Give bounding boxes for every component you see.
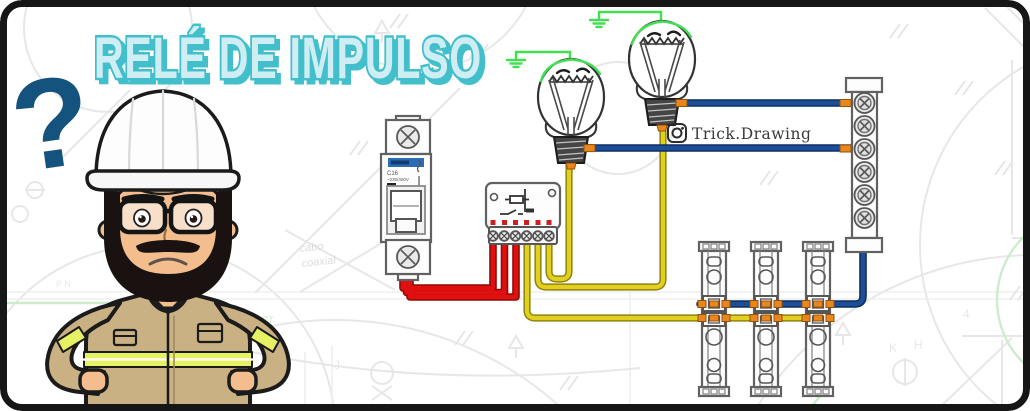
relay-terminal-labels — [490, 220, 552, 225]
relay-coil-symbol — [500, 189, 534, 215]
wm-letters-pn: P N — [56, 279, 71, 289]
relay-terminals — [487, 230, 555, 242]
wm-cabo: cabo — [299, 241, 324, 255]
wm-coaxial: coaxial — [301, 254, 337, 270]
circuit-breaker: C16 ~230/400V — [379, 114, 433, 282]
wm-letter-j: J — [334, 358, 340, 372]
page-title: RELÉ DE IMPULSO — [94, 26, 482, 91]
chest-pocket-left — [112, 328, 138, 347]
title-block: RELÉ DE IMPULSO RELÉ DE IMPULSO — [92, 24, 488, 98]
wm-et: ET — [262, 315, 275, 325]
terminal-block — [844, 76, 884, 254]
head — [85, 89, 241, 302]
breaker-rating: C16 — [387, 171, 399, 177]
left-arm — [45, 301, 122, 396]
jacket — [45, 291, 291, 411]
mustache — [136, 240, 200, 253]
wm-letter-k2: K — [889, 341, 897, 355]
pb2-connectors — [749, 300, 783, 322]
bulb-left — [536, 57, 606, 171]
wire-ferrules — [583, 99, 852, 322]
chest-pocket-right — [196, 322, 224, 344]
wm-num-4b: 4 — [963, 307, 970, 321]
right-arm — [214, 301, 291, 396]
engineer-character — [45, 89, 291, 411]
wm-letter-h: H — [914, 338, 923, 352]
credit-badge: Trick.Drawing — [667, 123, 811, 143]
beard — [104, 192, 232, 302]
pb3-connectors — [801, 300, 835, 322]
credit-handle: Trick.Drawing — [692, 125, 811, 143]
page-title-shadow: RELÉ DE IMPULSO — [98, 30, 486, 95]
impulse-relay — [484, 181, 562, 245]
eyes — [133, 208, 203, 228]
frown-mouth — [148, 257, 188, 266]
pb1-connectors — [697, 300, 731, 322]
left-hand — [78, 368, 109, 394]
bulb-highlights — [539, 20, 693, 83]
hard-hat — [85, 89, 241, 196]
breaker-voltage: ~230/400V — [387, 177, 409, 182]
earth-wires — [505, 10, 663, 69]
bulb-right — [627, 19, 697, 133]
right-hand — [227, 368, 258, 394]
question-mark: ? — [3, 47, 100, 199]
instagram-icon — [667, 123, 687, 143]
terminal-block-screws — [853, 92, 876, 229]
eyebrows — [121, 194, 215, 202]
